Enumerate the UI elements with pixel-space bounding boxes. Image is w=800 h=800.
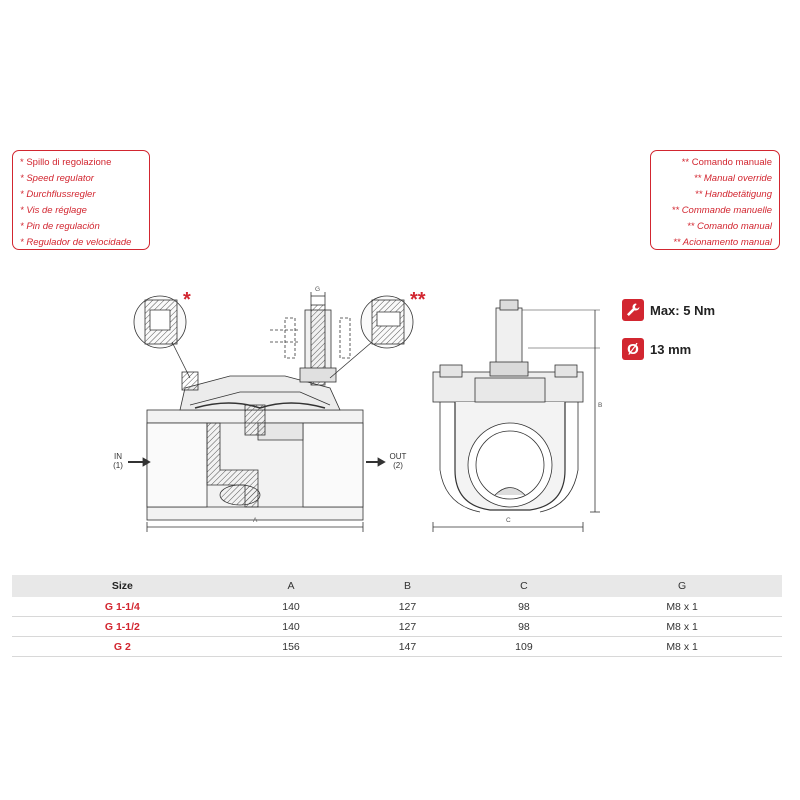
wrench-icon — [622, 299, 644, 321]
table-header-row: Size A B C G — [12, 575, 782, 597]
note-line: ** Comando manuale — [681, 157, 772, 168]
detail-manual-override — [329, 295, 414, 379]
cell-b: 147 — [349, 636, 466, 657]
note-line: ** Acionamento manual — [673, 237, 772, 248]
cell-size: G 2 — [12, 636, 233, 657]
cell-g: M8 x 1 — [582, 636, 782, 657]
cell-a: 140 — [232, 616, 350, 637]
side-view-body — [128, 292, 386, 532]
note-line: ** Commande manuelle — [671, 205, 772, 216]
flow-in-text: IN — [114, 452, 122, 461]
diameter-value: 13 mm — [650, 341, 692, 357]
flow-out-text: OUT — [389, 452, 407, 461]
note-line: * Regulador de velocidade — [20, 237, 132, 248]
detail-speed-regulator — [133, 295, 191, 379]
diameter-spec: Ø 13 mm — [622, 338, 691, 360]
header-g: G — [582, 575, 782, 597]
cell-c: 98 — [465, 597, 583, 617]
dimension-b-label: B — [598, 402, 603, 409]
flow-out-label: OUT (2) — [386, 452, 410, 470]
cell-b: 127 — [349, 616, 466, 637]
flow-in-number: (1) — [113, 461, 123, 470]
flow-in-label: IN (1) — [108, 452, 128, 470]
flow-out-number: (2) — [393, 461, 403, 470]
dimension-c-label: C — [506, 517, 511, 524]
table-row: G 1-1/4 140 127 98 M8 x 1 — [12, 597, 782, 617]
note-line: ** Handbetätigung — [694, 189, 772, 200]
note-line: * Speed regulator — [20, 173, 94, 184]
note-line: ** Manual override — [693, 173, 772, 184]
cell-c: 98 — [465, 616, 583, 637]
torque-spec: Max: 5 Nm — [622, 299, 715, 321]
dimension-g-label: G — [315, 286, 321, 293]
cell-size: G 1-1/4 — [12, 597, 233, 617]
dimension-a-label: A — [253, 517, 258, 524]
note-line: * Spillo di regolazione — [20, 157, 112, 168]
manual-override-note: ** Comando manuale ** Manual override **… — [650, 150, 780, 250]
speed-regulator-note: * Spillo di regolazione * Speed regulato… — [12, 150, 150, 250]
header-a: A — [232, 575, 350, 597]
cell-c: 109 — [465, 636, 583, 657]
manual-override-marker: ** — [410, 289, 426, 311]
cell-b: 127 — [349, 597, 466, 617]
diameter-icon: Ø — [622, 338, 644, 360]
torque-value: Max: 5 Nm — [650, 302, 716, 318]
speed-regulator-marker: * — [183, 289, 191, 311]
header-b: B — [349, 575, 466, 597]
cell-g: M8 x 1 — [582, 616, 782, 637]
cell-g: M8 x 1 — [582, 597, 782, 617]
cell-a: 156 — [232, 636, 350, 657]
note-line: ** Comando manual — [686, 221, 772, 232]
header-c: C — [465, 575, 583, 597]
header-size: Size — [12, 575, 233, 597]
cell-size: G 1-1/2 — [12, 616, 233, 637]
note-line: * Vis de réglage — [20, 205, 87, 216]
cell-a: 140 — [232, 597, 350, 617]
table-row: G 1-1/2 140 127 98 M8 x 1 — [12, 616, 782, 637]
note-line: * Pin de regulación — [20, 221, 100, 232]
front-view-body — [432, 299, 600, 532]
size-table: Size A B C G G 1-1/4 140 127 98 M8 x 1 G… — [12, 575, 782, 657]
table-row: G 2 156 147 109 M8 x 1 — [12, 636, 782, 657]
note-line: * Durchflussregler — [20, 189, 96, 200]
